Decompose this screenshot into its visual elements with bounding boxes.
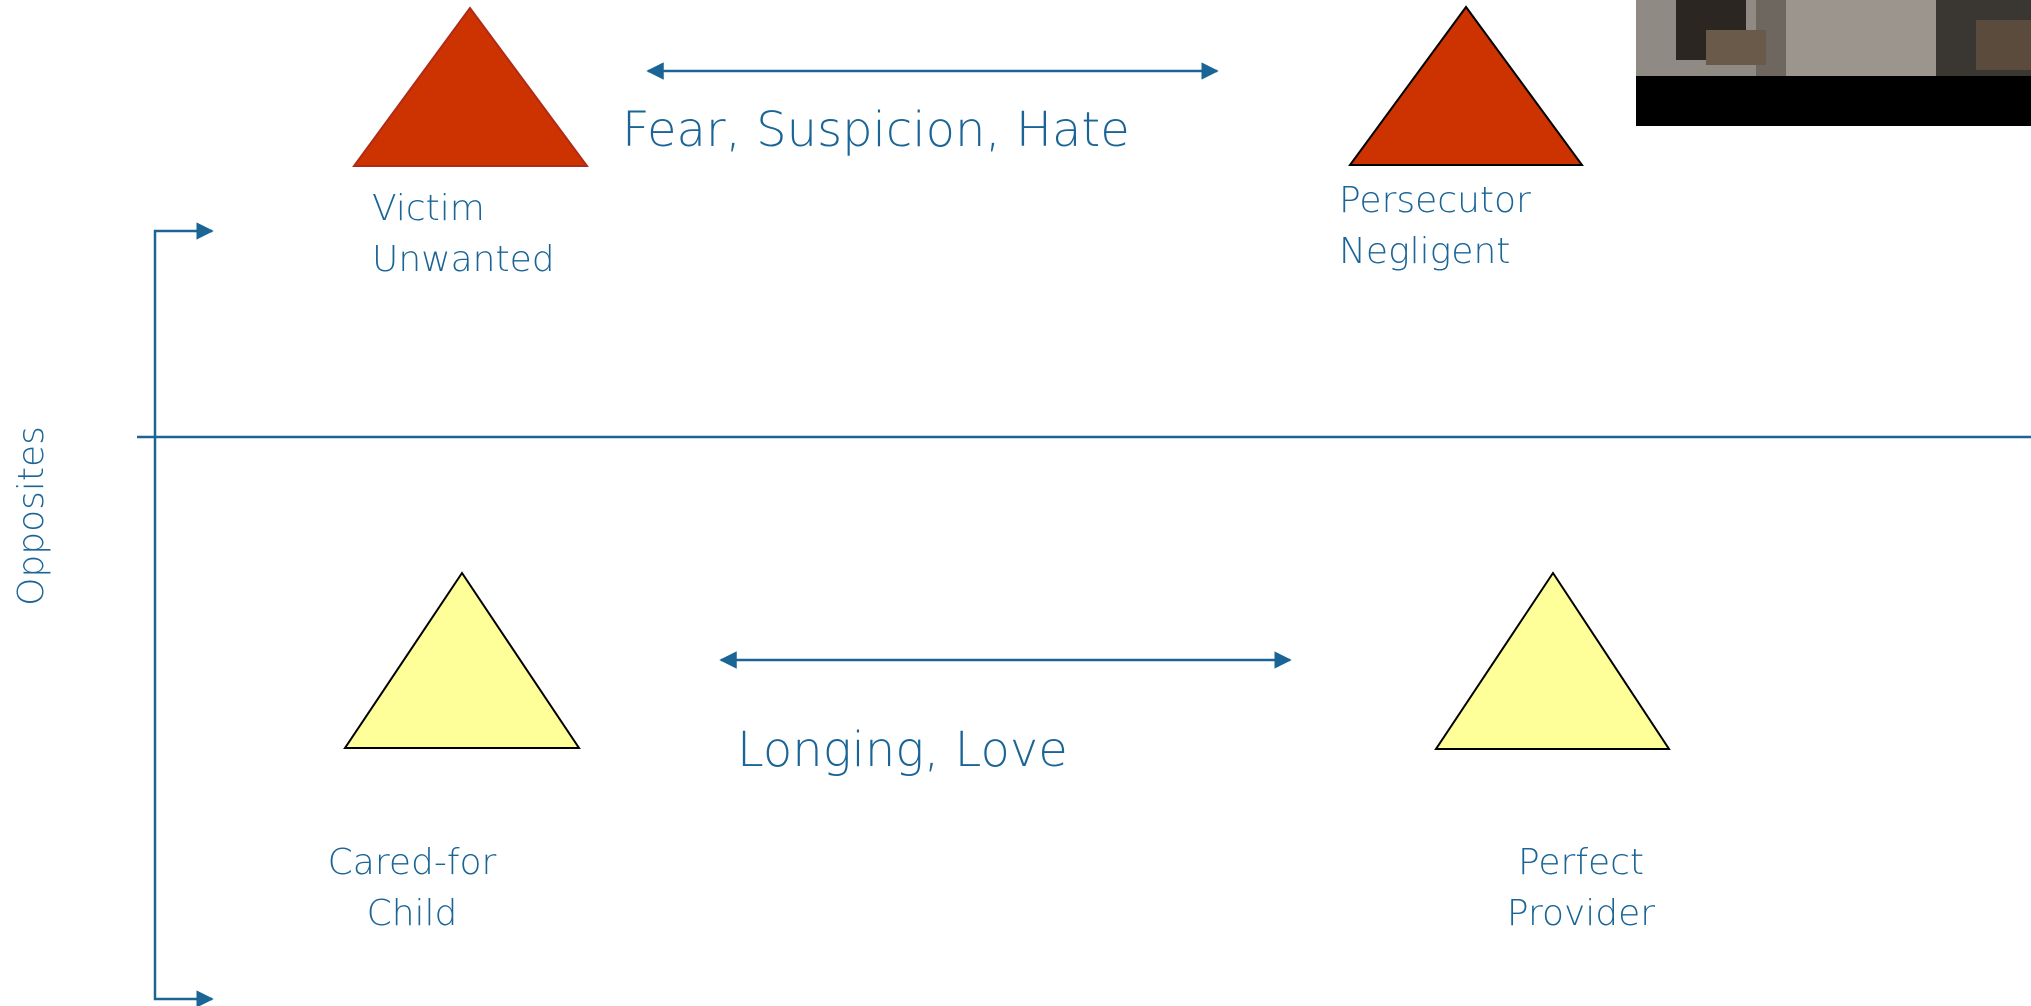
persecutor-node-line-2: Negligent — [1339, 231, 1511, 272]
video-thumbnail-image — [1636, 0, 2031, 126]
top-relation-label: Fear, Suspicion, Hate — [622, 102, 1130, 158]
bottom-relation-label: Longing, Love — [737, 722, 1068, 778]
video-thumbnail[interactable] — [1636, 0, 2031, 126]
cared-for-child-line-1: Cared-for — [327, 842, 497, 883]
perfect-provider-node-label: Perfect Provider — [1481, 845, 1681, 947]
cared-for-child-line-2: Child — [366, 893, 458, 934]
opposites-axis-label: Opposites — [11, 426, 52, 606]
cared-for-child-node-label: Cared-for Child — [312, 845, 512, 947]
persecutor-triangle — [1348, 5, 1584, 166]
persecutor-node-line-1: Persecutor — [1339, 180, 1531, 221]
perfect-provider-line-1: Perfect — [1517, 842, 1645, 883]
victim-node-line-2: Unwanted — [372, 239, 555, 280]
perfect-provider-line-2: Provider — [1506, 893, 1656, 934]
victim-node-line-1: Victim — [372, 188, 485, 229]
perfect-provider-triangle — [1434, 571, 1671, 750]
victim-node-label: Victim Unwanted — [372, 191, 555, 293]
victim-triangle — [352, 6, 589, 167]
cared-for-child-triangle — [343, 571, 581, 749]
opposites-bracket-line — [153, 229, 212, 1001]
persecutor-node-label: Persecutor Negligent — [1339, 183, 1531, 285]
